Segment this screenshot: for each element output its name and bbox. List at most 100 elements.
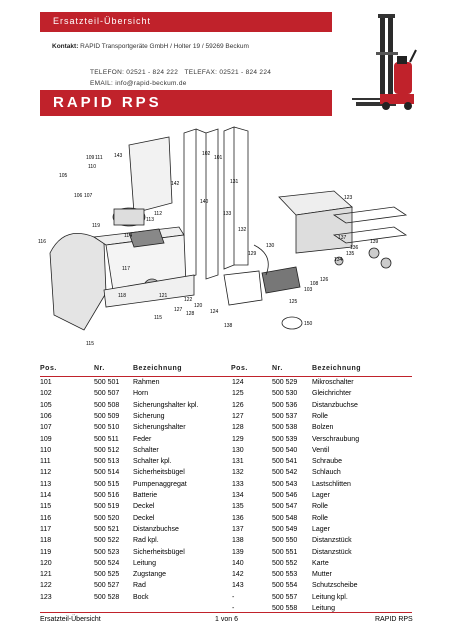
- page-number: 1 von 6: [215, 616, 238, 623]
- part-number: 500 540: [272, 446, 298, 454]
- part-description: Bock: [133, 593, 149, 601]
- part-pos: 106: [40, 412, 52, 420]
- svg-text:128: 128: [186, 311, 195, 317]
- svg-text:102: 102: [202, 151, 211, 157]
- svg-text:119: 119: [92, 223, 100, 229]
- header-bezeichnung-right: Bezeichnung: [312, 365, 362, 372]
- part-pos: 139: [232, 548, 244, 556]
- part-number: 500 521: [94, 525, 120, 533]
- part-pos: 119: [40, 548, 52, 556]
- part-pos: 133: [232, 480, 244, 488]
- part-number: 500 542: [272, 469, 298, 477]
- svg-text:129: 129: [248, 251, 257, 257]
- part-number: 500 512: [94, 446, 120, 454]
- svg-text:139: 139: [370, 239, 379, 245]
- part-number: 500 530: [272, 390, 298, 398]
- svg-text:123: 123: [344, 195, 353, 201]
- part-pos: 136: [232, 514, 244, 522]
- part-pos: 113: [40, 480, 52, 488]
- svg-text:111: 111: [95, 155, 103, 161]
- part-description: Rahmen: [133, 379, 160, 386]
- svg-text:133: 133: [223, 211, 232, 217]
- part-pos: 125: [232, 390, 244, 398]
- part-number: 500 522: [94, 537, 120, 545]
- part-pos: 109: [40, 435, 52, 443]
- svg-text:125: 125: [289, 299, 298, 305]
- product-title-bar: RAPID RPS: [40, 90, 332, 116]
- contact-text: RAPID Transportgeräte GmbH / Holter 19 /…: [80, 43, 249, 50]
- part-pos: -: [232, 605, 235, 612]
- part-description: Pumpenaggregat: [133, 480, 187, 488]
- part-number: 500 558: [272, 605, 298, 612]
- svg-text:106: 106: [74, 193, 83, 199]
- svg-text:115: 115: [154, 315, 162, 321]
- part-description: Leitung: [312, 605, 335, 612]
- part-number: 500 541: [272, 458, 298, 466]
- part-number: 500 514: [94, 469, 120, 477]
- svg-text:132: 132: [238, 227, 247, 233]
- part-description: Distanzbuchse: [312, 401, 358, 409]
- svg-text:121: 121: [159, 293, 168, 299]
- contact-line: Kontakt: RAPID Transportgeräte GmbH / Ho…: [52, 43, 249, 50]
- part-number: 500 538: [272, 424, 298, 432]
- part-pos: 112: [40, 469, 52, 477]
- part-description: Distanzstück: [312, 537, 352, 545]
- part-number: 500 525: [94, 571, 120, 579]
- part-pos: 121: [40, 571, 52, 579]
- part-number: 500 516: [94, 492, 120, 499]
- svg-text:124: 124: [210, 309, 219, 315]
- part-number: 500 548: [272, 514, 298, 522]
- part-pos: 107: [40, 424, 52, 432]
- part-number: 500 523: [94, 548, 120, 556]
- part-pos: 101: [40, 379, 52, 386]
- part-number: 500 529: [272, 379, 298, 386]
- part-number: 500 539: [272, 435, 298, 443]
- part-pos: 114: [40, 492, 52, 499]
- part-description: Feder: [133, 435, 152, 443]
- part-description: Mikroschalter: [312, 379, 354, 386]
- part-description: Sicherungshalter: [133, 424, 186, 432]
- svg-text:115: 115: [86, 341, 94, 347]
- part-number: 500 515: [94, 480, 120, 488]
- part-pos: 137: [232, 525, 244, 533]
- part-pos: 138: [232, 537, 244, 545]
- svg-text:134: 134: [334, 257, 343, 263]
- svg-text:140: 140: [200, 199, 209, 205]
- part-number: 500 550: [272, 537, 298, 545]
- part-description: Distanzbuchse: [133, 525, 179, 533]
- part-description: Schalter: [133, 446, 159, 454]
- part-pos: 130: [232, 446, 244, 454]
- part-description: Deckel: [133, 514, 155, 522]
- part-description: Sicherungshalter kpl.: [133, 401, 199, 409]
- part-number: 500 520: [94, 514, 120, 522]
- part-number: 500 501: [94, 379, 120, 386]
- svg-text:127: 127: [174, 307, 183, 313]
- svg-text:131: 131: [230, 179, 239, 185]
- svg-text:105: 105: [59, 173, 68, 179]
- part-description: Verschraubung: [312, 435, 360, 443]
- part-number: 500 551: [272, 548, 298, 556]
- part-pos: 127: [232, 412, 244, 420]
- svg-text:107: 107: [84, 193, 93, 199]
- phone-text: TELEFON: 02521 - 824 222: [90, 69, 179, 76]
- part-number: 500 537: [272, 412, 298, 420]
- part-description: Rolle: [312, 503, 328, 511]
- svg-text:142: 142: [171, 181, 180, 187]
- part-pos: -: [232, 593, 235, 601]
- part-description: Deckel: [133, 503, 155, 511]
- svg-text:120: 120: [194, 303, 203, 309]
- part-pos: 116: [40, 514, 52, 522]
- part-description: Lastschlitten: [312, 480, 351, 488]
- email-text: EMAIL: info@rapid-beckum.de: [90, 80, 187, 87]
- part-description: Schutzscheibe: [312, 582, 358, 590]
- part-description: Rad kpl.: [133, 537, 159, 545]
- part-pos: 126: [232, 401, 244, 409]
- part-number: 500 546: [272, 492, 298, 499]
- part-description: Lager: [312, 492, 330, 499]
- header-bezeichnung-left: Bezeichnung: [133, 365, 183, 372]
- svg-text:117: 117: [122, 266, 130, 272]
- svg-text:130: 130: [266, 243, 275, 249]
- part-description: Bolzen: [312, 424, 334, 432]
- contact-label: Kontakt:: [52, 43, 79, 50]
- part-pos: 122: [40, 582, 52, 590]
